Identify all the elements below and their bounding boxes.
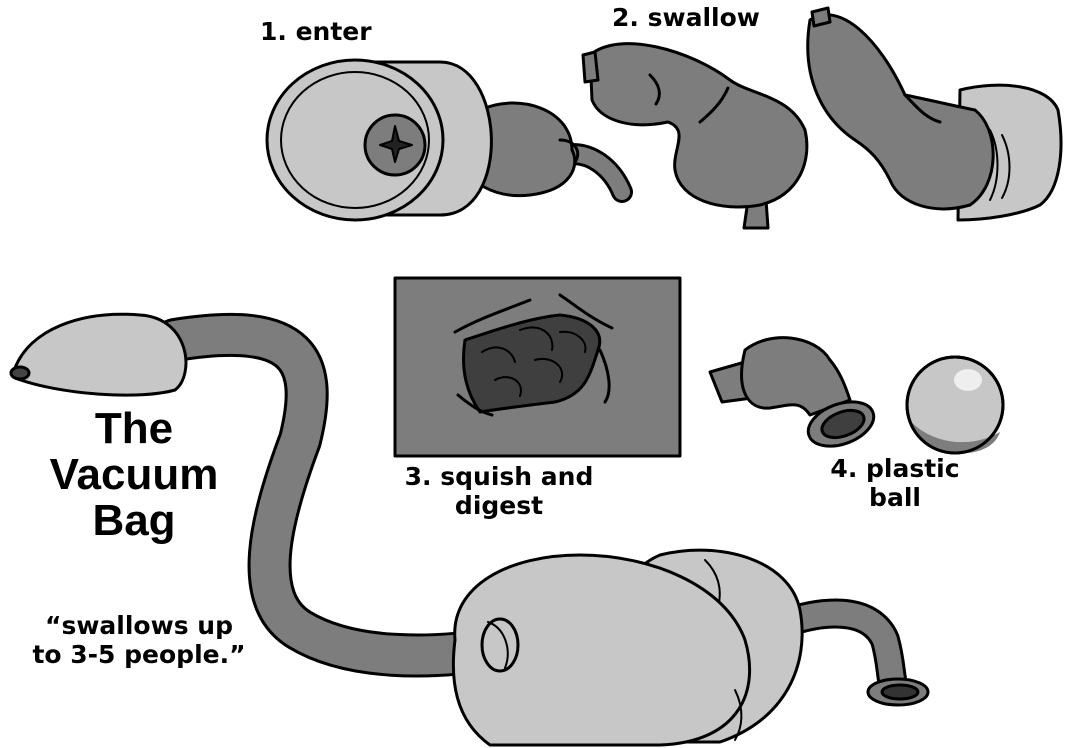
step3-label-line2: digest	[454, 490, 544, 520]
title-line1: The	[94, 404, 174, 453]
title-line3: Bag	[92, 495, 176, 545]
vacuum-bag-main-drawing	[9, 312, 930, 747]
step4-ball-drawing	[708, 336, 1005, 455]
step4-label: 4. plastic ball	[810, 454, 980, 513]
page-title: The Vacuum Bag	[10, 406, 258, 543]
step3-digest-drawing	[393, 276, 682, 458]
step4-label-line2: ball	[869, 482, 921, 512]
tagline: “swallows up to 3-5 people.”	[10, 611, 268, 670]
step4-label-line1: 4. plastic	[830, 454, 960, 483]
step2-label: 2. swallow	[612, 3, 760, 32]
step2-swallow-drawing	[581, 6, 1063, 230]
step3-label-line1: 3. squish and	[404, 462, 594, 491]
step1-enter-drawing	[265, 58, 633, 222]
tagline-line2: to 3-5 people.”	[32, 639, 246, 669]
step1-label: 1. enter	[260, 17, 372, 46]
title-line2: Vacuum	[49, 449, 219, 499]
step3-label: 3. squish and digest	[383, 462, 615, 521]
tagline-line1: “swallows up	[45, 611, 233, 640]
